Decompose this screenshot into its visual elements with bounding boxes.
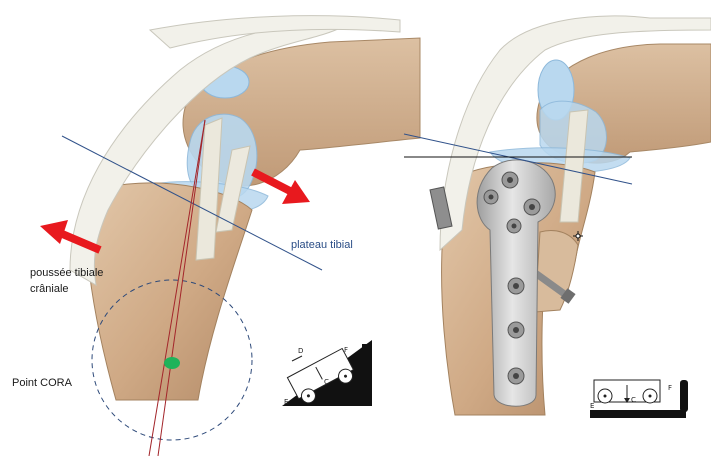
cora-point-label: Point CORA (12, 376, 72, 390)
right-inset-diagram: E C F (588, 375, 688, 418)
inset-left-letter-d: D (298, 347, 303, 355)
left-inset-diagram: D F E C (282, 340, 372, 407)
tibial-plateau-label: plateau tibial (291, 238, 353, 252)
tibial-thrust-label-line1: poussée tibiale (30, 266, 103, 280)
inset-left-letter-f: F (344, 346, 348, 354)
right-knee-panel: E C F (404, 16, 711, 418)
left-knee-panel: D F E C (40, 16, 420, 456)
inset-right-letter-f: F (668, 384, 672, 392)
right-osteotomy-segment (535, 231, 578, 312)
inset-left-letter-c: C (324, 378, 329, 386)
inset-left-letter-e: E (284, 398, 288, 406)
inset-right-letter-e: E (590, 402, 594, 410)
tibial-thrust-label-line2: crâniale (30, 282, 69, 296)
inset-right-letter-c: C (631, 396, 636, 404)
cora-point-marker (164, 357, 180, 369)
